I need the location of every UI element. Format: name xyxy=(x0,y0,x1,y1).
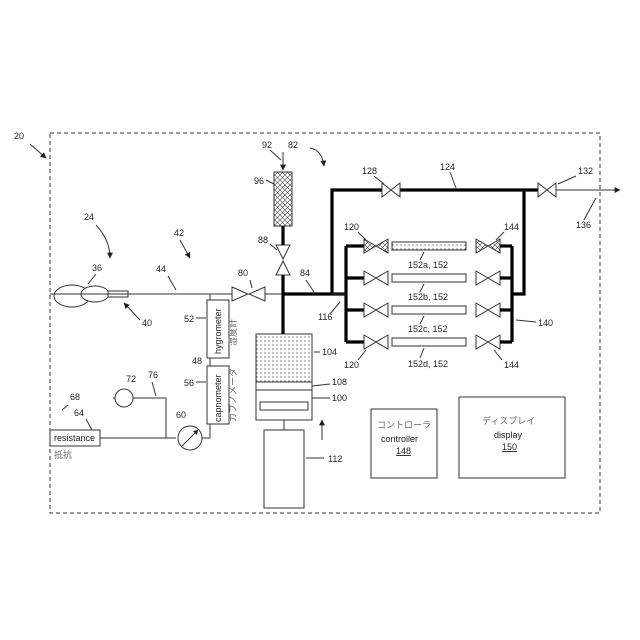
label-104: 104 xyxy=(322,347,337,357)
label-tube-c: 152c, 152 xyxy=(408,324,448,334)
label-64: 64 xyxy=(74,408,84,418)
display-label: display xyxy=(494,430,523,440)
tube-row-a xyxy=(346,239,512,253)
display-ref: 150 xyxy=(502,442,517,452)
label-20: 20 xyxy=(14,131,24,141)
label-120a: 120 xyxy=(344,222,359,232)
pump-60 xyxy=(100,426,210,450)
resistance-jp-label: 抵抗 xyxy=(54,449,72,460)
label-tube-b: 152b, 152 xyxy=(408,292,448,302)
patient-interface xyxy=(54,285,128,307)
label-52: 52 xyxy=(184,314,194,324)
label-24: 24 xyxy=(84,212,94,222)
label-108: 108 xyxy=(332,377,347,387)
label-80: 80 xyxy=(238,268,248,278)
label-92: 92 xyxy=(262,140,272,150)
label-56: 56 xyxy=(184,378,194,388)
label-tube-a: 152a, 152 xyxy=(408,260,448,270)
tube-row-c xyxy=(346,303,512,317)
label-100: 100 xyxy=(332,393,347,403)
filter-96 xyxy=(274,172,292,226)
label-120b: 120 xyxy=(344,360,359,370)
label-42: 42 xyxy=(174,228,184,238)
label-96: 96 xyxy=(254,176,264,186)
capnometer-jp-label: カプノメータ xyxy=(228,368,238,422)
chamber-104 xyxy=(256,334,312,382)
label-48: 48 xyxy=(192,356,202,366)
valve-80 xyxy=(232,287,265,301)
resistance-label: resistance xyxy=(54,433,95,443)
plate-108 xyxy=(256,382,312,390)
valve-88 xyxy=(276,245,290,275)
valve-132 xyxy=(538,183,556,197)
label-112: 112 xyxy=(328,454,342,464)
label-132: 132 xyxy=(578,166,593,176)
label-40: 40 xyxy=(142,318,152,328)
label-tube-d: 152d, 152 xyxy=(408,359,448,369)
label-76: 76 xyxy=(148,370,158,380)
label-36: 36 xyxy=(92,263,102,273)
label-68: 68 xyxy=(70,392,80,402)
controller-jp-label: コントローラ xyxy=(377,420,431,430)
label-144a: 144 xyxy=(504,222,519,232)
label-72: 72 xyxy=(126,374,136,384)
label-88: 88 xyxy=(258,235,268,245)
label-44: 44 xyxy=(156,264,166,274)
capnometer-label: capnometer xyxy=(213,374,223,422)
tube-row-b xyxy=(346,271,512,285)
label-144b: 144 xyxy=(504,360,519,370)
label-136: 136 xyxy=(576,220,591,230)
label-84: 84 xyxy=(300,268,310,278)
display-jp-label: ディスプレイ xyxy=(482,415,535,426)
label-60: 60 xyxy=(176,410,186,420)
label-82: 82 xyxy=(288,140,298,150)
hygrometer-label: hygrometer xyxy=(213,308,223,354)
controller-ref: 148 xyxy=(396,446,411,456)
label-124: 124 xyxy=(440,162,455,172)
vessel-72 xyxy=(115,389,133,407)
hygrometer-jp-label: 湿度計 xyxy=(227,319,238,346)
label-128: 128 xyxy=(362,166,377,176)
controller-label: controller xyxy=(381,434,418,444)
valve-128 xyxy=(382,183,400,197)
tube-row-d xyxy=(346,335,512,349)
label-140: 140 xyxy=(538,318,553,328)
cylinder-112 xyxy=(264,430,304,508)
